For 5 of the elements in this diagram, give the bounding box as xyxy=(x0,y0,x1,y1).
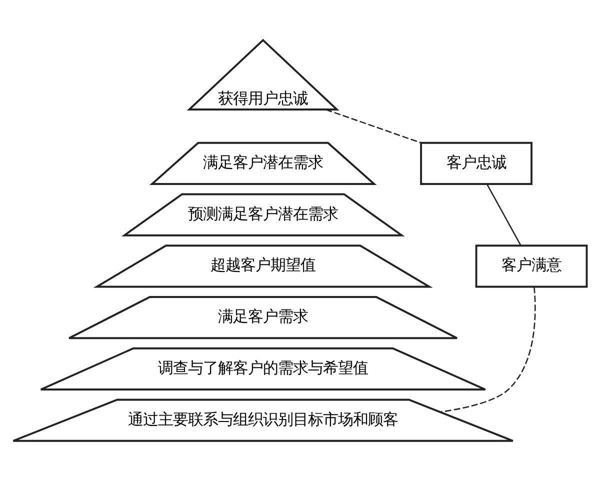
node-box: 客户满意 xyxy=(475,244,588,288)
connector xyxy=(326,108,421,143)
connector xyxy=(486,183,522,246)
connector xyxy=(440,286,536,412)
node-box: 客户忠诚 xyxy=(420,141,532,184)
